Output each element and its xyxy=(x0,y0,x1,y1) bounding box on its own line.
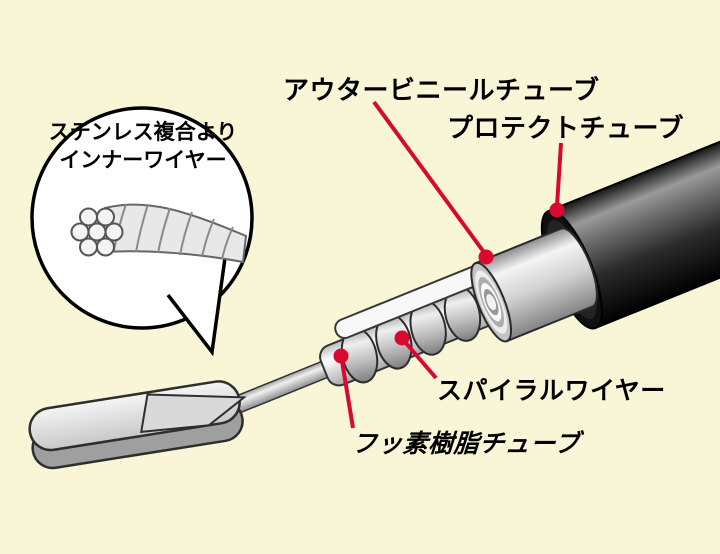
label-fluororesin-tube: フッ素樹脂チューブ xyxy=(350,429,581,458)
label-protect-tube: プロテクトチューブ xyxy=(447,114,684,144)
leader-lines xyxy=(340,100,563,429)
spiral-wire-shape xyxy=(340,285,482,384)
leader-line-protect xyxy=(555,142,563,207)
callout-label-line2: インナーワイヤー xyxy=(59,148,227,173)
leader-line-outer-vinyl xyxy=(372,100,488,257)
pointer-dot-outer-vinyl xyxy=(478,249,494,265)
label-spiral-wire: スパイラルワイヤー xyxy=(437,376,666,405)
cable-end-fitting-shape xyxy=(28,380,247,470)
leader-line-fluoro xyxy=(340,360,355,429)
leader-line-spiral xyxy=(403,340,438,380)
callout-label-line1: ステンレス複合より xyxy=(48,120,238,144)
cable-assembly xyxy=(137,108,720,451)
callout-tail xyxy=(166,257,227,357)
callout-wire-strands xyxy=(70,203,248,264)
pointer-dot-protect xyxy=(549,202,565,218)
pointer-dots xyxy=(333,202,565,364)
pointer-dot-spiral xyxy=(394,330,410,346)
callout-bubble xyxy=(30,106,254,357)
callout-label: ステンレス複合より インナーワイヤー xyxy=(32,118,254,175)
outer-vinyl-tube-shape xyxy=(470,227,598,343)
pointer-dot-fluoro xyxy=(333,348,349,364)
label-outer-vinyl-tube: アウタービニールチューブ xyxy=(283,76,600,106)
